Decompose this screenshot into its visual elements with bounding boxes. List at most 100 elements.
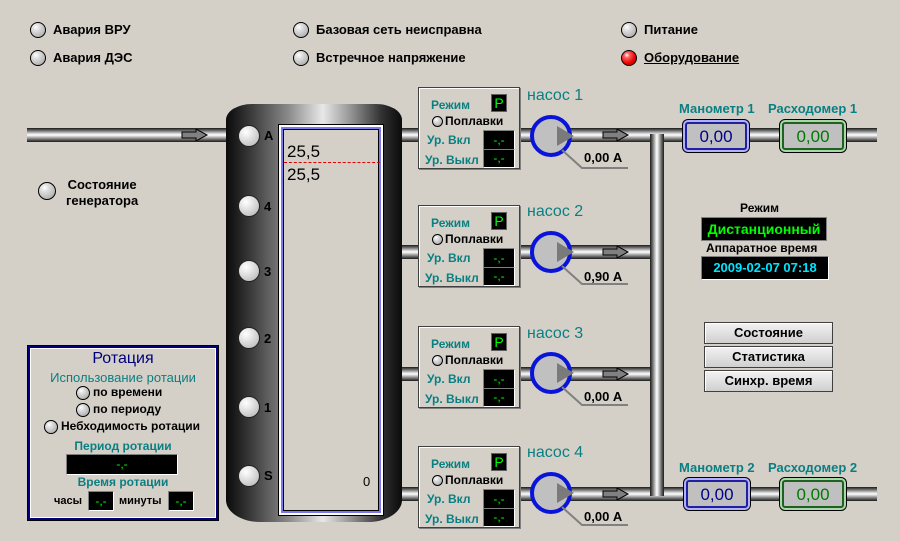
inlet-pipe [27,128,227,142]
generator-label: Состояние генератора [66,177,138,209]
pump3-mode-indicator: Р [491,333,507,351]
pump4-icon[interactable] [530,472,574,514]
tank-setpoint-line [284,162,380,163]
control-mode-label: Режим [740,201,779,215]
pump2-on-level: -,- [483,248,515,268]
pump3-mode-label: Режим [431,337,470,351]
rotation-need-lamp [44,420,58,434]
pump1-name: насос 1 [527,87,584,104]
outlet-pipe-2 [402,487,877,501]
pump2-panel[interactable]: Режим Р Поплавки Ур. Вкл -,- Ур. Выкл -,… [418,205,520,287]
sync-time-button[interactable]: Синхр. время [704,370,833,392]
pump4-current-leader [561,506,628,526]
equipment-link[interactable]: Оборудование [644,50,740,65]
pump3-panel[interactable]: Режим Р Поплавки Ур. Вкл -,- Ур. Выкл -,… [418,326,520,408]
pump1-mode-label: Режим [431,98,470,112]
flowmeter1-label: Расходомер 1 [768,101,858,116]
pump2-off-level: -,- [483,267,515,286]
level-lamp-3 [238,260,260,282]
level-lamp-2 [238,327,260,349]
pump4-current: 0,00 А [584,509,623,524]
pump3-current-leader [561,386,628,406]
pump4-mode-label: Режим [431,457,470,471]
alarm-label-counter-voltage: Встречное напряжение [316,50,466,65]
alarm-lamp-base-network [293,22,309,38]
pump4-on-level: -,- [483,489,515,509]
statistics-button[interactable]: Статистика [704,346,833,368]
rotation-by-period-lamp[interactable] [76,403,90,417]
pump1-current-leader [561,149,628,169]
pump4-name: насос 4 [527,444,584,461]
pump3-float-label: Поплавки [445,353,504,367]
flowmeter2-label: Расходомер 2 [768,460,858,475]
pump3-on-label: Ур. Вкл [427,372,471,386]
generator-label-line2: генератора [66,193,139,208]
pump1-panel[interactable]: Режим Р Поплавки Ур. Вкл -,- Ур. Выкл -,… [418,87,520,169]
rotation-panel: Ротация Использование ротации по времени… [28,346,218,520]
flow-arrow-icon [602,488,630,500]
flow-arrow-icon [602,246,630,258]
alarm-label-base-network: Базовая сеть неисправна [316,22,482,37]
pump2-name: насос 2 [527,203,584,220]
alarm-lamp-des [30,50,46,66]
manometer2-value: 0,00 [686,480,748,508]
pump1-float-lamp [432,116,443,127]
level-lamp-1 [238,396,260,418]
level-lamp-s [238,465,260,487]
pump3-current: 0,00 А [584,389,623,404]
level-lamp-4 [238,195,260,217]
alarm-lamp-power [621,22,637,38]
rotation-by-period-label: по периоду [93,402,162,416]
flowmeter1-value: 0,00 [782,122,844,150]
manometer1-label: Манометр 1 [679,101,755,116]
rotation-by-time-label: по времени [93,385,163,399]
flow-arrow-icon [602,129,630,141]
generator-lamp [38,182,56,200]
pump1-off-label: Ур. Выкл [425,153,479,167]
alarm-lamp-counter-voltage [293,50,309,66]
rotation-time-label: Время ротации [77,475,169,489]
rotation-by-time-lamp[interactable] [76,386,90,400]
pump4-panel[interactable]: Режим Р Поплавки Ур. Вкл -,- Ур. Выкл -,… [418,446,520,528]
pump3-off-label: Ур. Выкл [425,392,479,406]
pump3-icon[interactable] [530,352,574,394]
pump2-current-leader [561,265,628,285]
level-label-3: 3 [264,264,272,279]
level-label-a: A [264,128,274,143]
pump1-current: 0,00 А [584,150,623,165]
generator-label-line1: Состояние [67,177,137,192]
pump1-on-level: -,- [483,130,515,150]
level-lamp-a [238,125,260,147]
flow-arrow-icon [181,129,209,141]
tank-setpoint-value: 25,5 [287,142,321,161]
rotation-period-value: -,- [66,454,178,475]
rotation-need-label: Небходимость ротации [61,419,201,433]
pump4-float-label: Поплавки [445,473,504,487]
pump1-float-label: Поплавки [445,114,504,128]
pump1-icon[interactable] [530,115,574,157]
level-label-s: S [264,468,273,483]
pump2-on-label: Ур. Вкл [427,251,471,265]
level-label-4: 4 [264,199,272,214]
pump2-float-label: Поплавки [445,232,504,246]
pump2-off-label: Ур. Выкл [425,271,479,285]
pump3-off-level: -,- [483,388,515,407]
pump2-float-lamp [432,234,443,245]
control-mode-value: Дистанционный [701,217,827,241]
state-button[interactable]: Состояние [704,322,833,344]
rotation-minutes-value: -,- [168,491,194,511]
pump1-mode-indicator: Р [491,94,507,112]
pump2-icon[interactable] [530,231,574,273]
rotation-usage-label: Использование ротации [50,370,196,385]
pump2-mode-indicator: Р [491,212,507,230]
collector-pipe [650,134,664,496]
rotation-period-label: Период ротации [74,439,172,453]
pump3-float-lamp [432,355,443,366]
pump1-on-label: Ур. Вкл [427,133,471,147]
rotation-minutes-label: минуты [119,495,162,507]
rotation-hours-label: часы [54,495,83,507]
pump4-float-lamp [432,475,443,486]
tank-level-window [278,124,384,516]
pump4-on-label: Ур. Вкл [427,492,471,506]
hardware-time-value: 2009-02-07 07:18 [701,256,829,280]
